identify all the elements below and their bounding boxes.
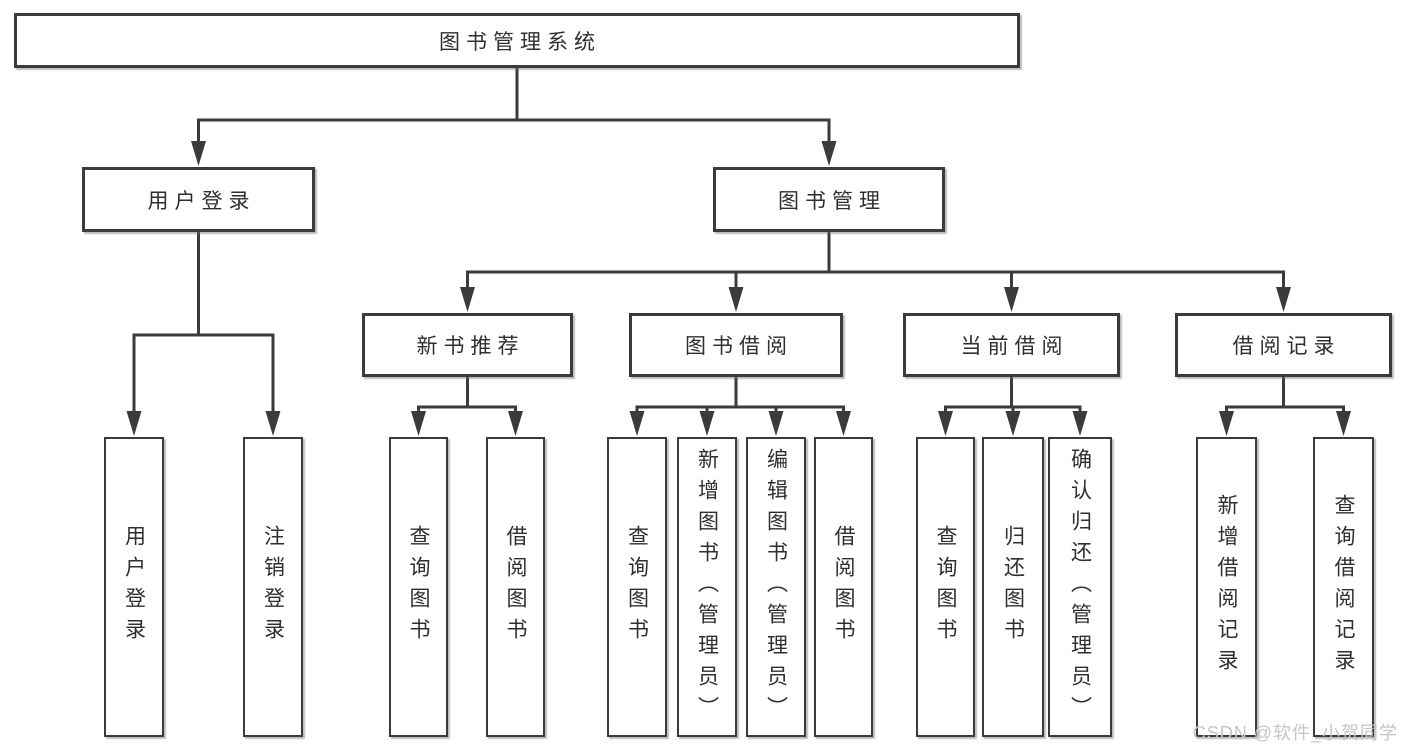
arrowhead-icon	[265, 411, 281, 436]
node-borrowing-records: 借阅记录	[1175, 313, 1392, 377]
arrowhead-icon	[768, 411, 784, 436]
arrowhead-icon	[1219, 411, 1234, 436]
watermark: CSDN @软件_小贺同学	[1192, 723, 1398, 743]
leaf-borrow-books-borrowing: 借阅图书	[814, 437, 873, 737]
arrowhead-icon	[411, 411, 426, 436]
arrowhead-icon	[629, 411, 645, 436]
leaf-query-borrow-record: 查询借阅记录	[1313, 437, 1374, 737]
arrowhead-icon	[1072, 411, 1088, 436]
leaf-logout: 注销登录	[243, 437, 303, 737]
arrowhead-icon	[508, 411, 523, 436]
leaf-add-borrow-record: 新增借阅记录	[1196, 437, 1257, 737]
leaf-query-books-recommend: 查询图书	[389, 437, 448, 737]
node-new-book-recommendation: 新书推荐	[362, 313, 573, 377]
leaf-query-books-borrowing: 查询图书	[607, 437, 667, 737]
node-user-login: 用户登录	[82, 167, 315, 232]
arrowhead-icon	[1004, 287, 1019, 312]
arrowhead-icon	[460, 287, 475, 312]
arrowhead-icon	[126, 411, 142, 436]
arrowhead-icon	[821, 141, 837, 166]
node-book-borrowing: 图书借阅	[629, 313, 843, 377]
node-book-management: 图书管理	[713, 167, 945, 232]
arrowheads	[126, 141, 1351, 436]
arrowhead-icon	[938, 411, 953, 436]
arrowhead-icon	[836, 411, 851, 436]
leaf-add-book-admin: 新增图书（管理员）	[677, 437, 737, 737]
leaf-borrow-books-recommend: 借阅图书	[486, 437, 545, 737]
arrowhead-icon	[1336, 411, 1351, 436]
leaf-user-login: 用户登录	[104, 437, 164, 737]
leaf-edit-book-admin: 编辑图书（管理员）	[746, 437, 806, 737]
arrowhead-icon	[191, 141, 206, 166]
leaf-return-book: 归还图书	[982, 437, 1044, 737]
arrowhead-icon	[728, 287, 744, 312]
arrowhead-icon	[1005, 411, 1021, 436]
arrowhead-icon	[1276, 287, 1291, 312]
arrowhead-icon	[699, 411, 715, 436]
node-current-borrowing: 当前借阅	[903, 313, 1120, 377]
leaf-query-books-current: 查询图书	[916, 437, 975, 737]
leaf-confirm-return-admin: 确认归还（管理员）	[1048, 437, 1112, 737]
node-library-management-system: 图书管理系统	[14, 13, 1020, 68]
